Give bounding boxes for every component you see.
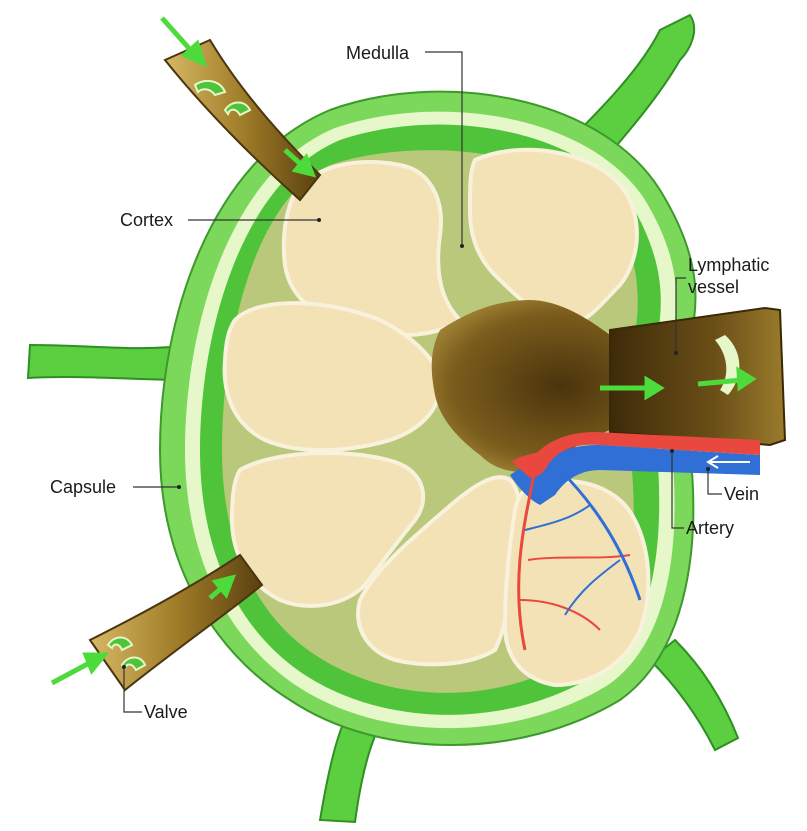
vein-leader-dot (706, 467, 710, 471)
label-capsule: Capsule (50, 477, 116, 497)
label-artery: Artery (686, 518, 734, 538)
capsule-leader-dot (177, 485, 181, 489)
valve-leader-dot (122, 665, 126, 669)
vessel-bottom-right (650, 640, 738, 750)
lymphatic-leader-dot (674, 351, 678, 355)
arrow-bottom-left-head (86, 655, 104, 670)
label-lymphatic-line2: vessel (688, 277, 739, 297)
cortex-leader-dot (317, 218, 321, 222)
label-cortex: Cortex (120, 210, 173, 230)
label-valve: Valve (144, 702, 188, 722)
efferent-lymphatic-vessel (610, 308, 785, 445)
medulla-leader-dot (460, 244, 464, 248)
label-vein: Vein (724, 484, 759, 504)
label-lymphatic-line1: Lymphatic (688, 255, 769, 275)
artery-leader-dot (670, 449, 674, 453)
label-medulla: Medulla (346, 43, 410, 63)
afferent-vessel-top (165, 40, 320, 200)
